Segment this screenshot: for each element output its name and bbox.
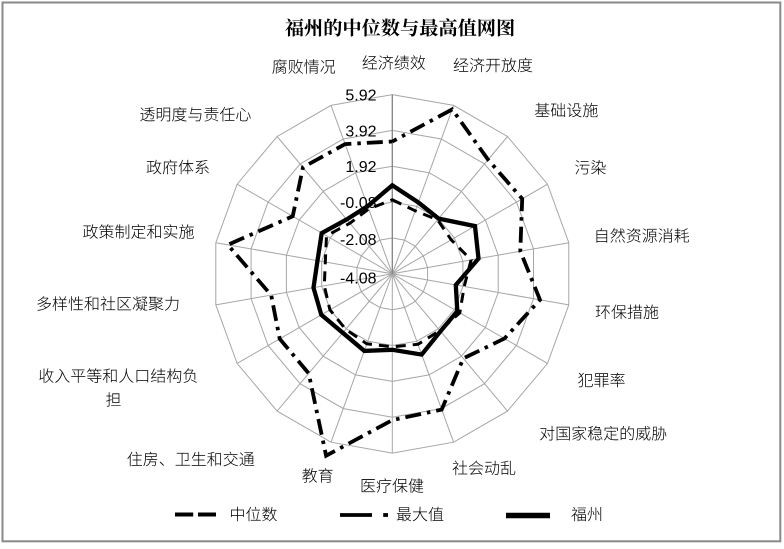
svg-text:3.92: 3.92 (345, 123, 376, 140)
svg-text:-2.08: -2.08 (340, 232, 377, 249)
svg-text:-0.08: -0.08 (340, 195, 377, 212)
svg-text:1.92: 1.92 (345, 159, 376, 176)
svg-text:-4.08: -4.08 (340, 270, 377, 287)
svg-text:5.92: 5.92 (345, 88, 376, 105)
